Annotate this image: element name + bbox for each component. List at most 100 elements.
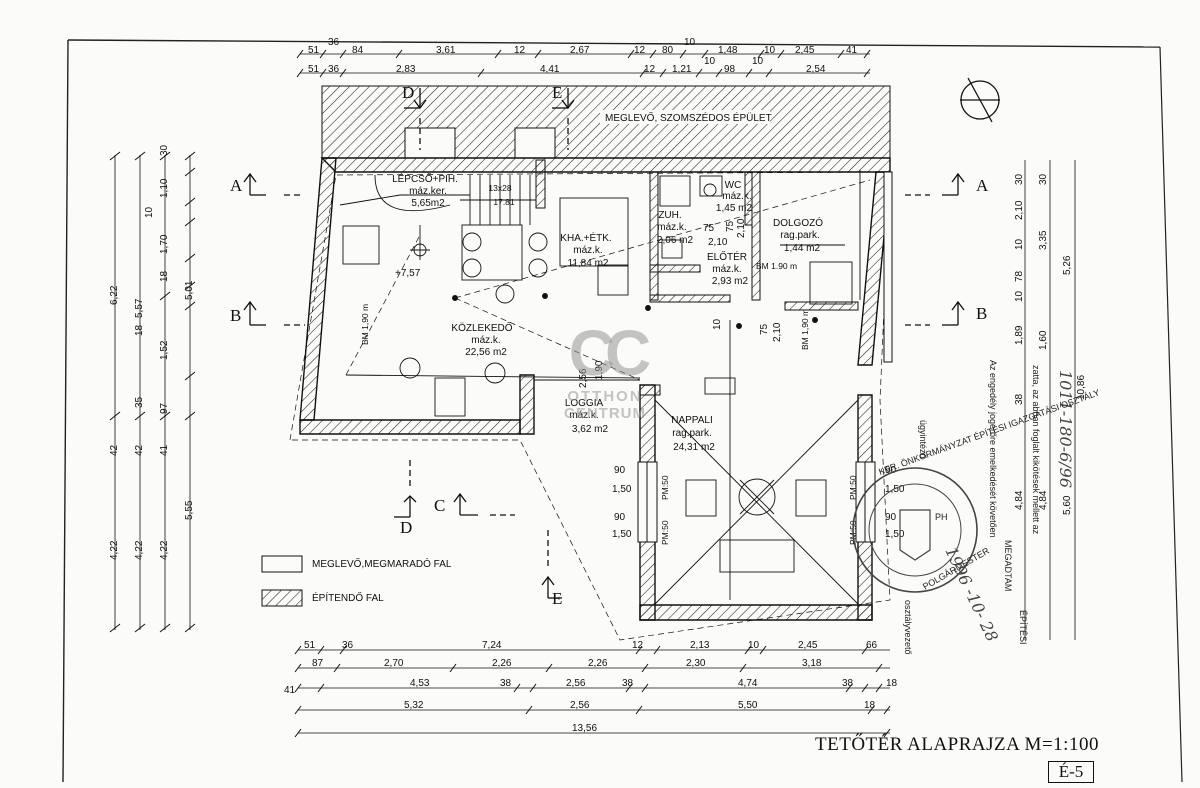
dimension-right-text: 30 2,10 10 78 10 1,89 38 4,84 30 3,35 1,… — [1014, 173, 1087, 515]
room-loggia-area: 3,62 m2 — [572, 424, 609, 435]
dimension-bottom — [294, 645, 891, 738]
dim-top1-4: 12 — [514, 45, 526, 56]
dim-bot2-3: 2,26 — [588, 658, 608, 669]
room-stair-finish: máz.ker. — [409, 186, 447, 197]
room-hall-finish: máz.k. — [712, 264, 741, 275]
dim-right1-3: 78 — [1014, 270, 1025, 282]
sub-75-vert: 75 — [725, 220, 736, 232]
dim-right2-3: 4,84 — [1038, 490, 1049, 510]
dim-top2-9: 2,54 — [806, 64, 826, 75]
title-block: TETŐTÉR ALAPRAJZA M=1:100 É-5 — [815, 734, 1145, 784]
walls-new — [299, 157, 891, 621]
section-b-right: B — [976, 304, 987, 323]
dim-left1-0: 30 — [159, 144, 170, 156]
room-corridor-name: KÖZLEKEDŐ — [451, 320, 512, 334]
dim-left1-1: 1,10 — [159, 178, 170, 198]
dim-bot4-2: 5,50 — [738, 700, 758, 711]
room-stair-area: 5,65m2 — [411, 198, 445, 209]
dim-top1-11: 2,45 — [795, 45, 815, 56]
dim-top2-8: 10 — [752, 56, 764, 67]
dim-left1-5: 1,52 — [159, 340, 170, 360]
dim-right3-0: 5,26 — [1062, 255, 1073, 275]
dim-top2-6: 10 — [704, 56, 716, 67]
dim-bot1-4: 2,13 — [690, 640, 710, 651]
section-a-left: A — [230, 176, 243, 195]
win-150-r1: 1,50 — [885, 484, 905, 495]
dim-bot5-0: 13,56 — [572, 723, 597, 734]
dim-bot3-2: 38 — [500, 678, 512, 689]
dim-right1-5: 1,89 — [1014, 325, 1025, 345]
room-stair-name: LÉPCSŐ+PIH. — [392, 171, 458, 185]
section-b-left: B — [230, 306, 241, 325]
dim-bot3-6: 38 — [842, 678, 854, 689]
dim-right1-1: 2,10 — [1014, 200, 1025, 220]
win-150-l1: 1,50 — [612, 484, 632, 495]
dim-left2-3: 42 — [109, 444, 120, 456]
room-hall-name: ELŐTÉR — [707, 249, 747, 263]
legend-new-swatch — [261, 589, 303, 607]
interior-lines — [289, 170, 891, 641]
dim-top1-2: 84 — [352, 45, 364, 56]
windows — [637, 171, 893, 543]
dim-top1-0: 51 — [308, 45, 320, 56]
approval-note-6: osztályvezető — [903, 600, 913, 655]
room-kitchen-finish: máz.k. — [573, 245, 602, 256]
dim-bot2-1: 2,70 — [384, 658, 404, 669]
bm-right: BM 1,90 m — [800, 309, 810, 350]
legend-existing-label: MEGLEVŐ,MEGMARADÓ FAL — [312, 556, 452, 570]
approval-note-3: MEGADTAM — [1003, 540, 1013, 591]
room-hall-area: 2,93 m2 — [712, 276, 749, 287]
room-shower-name: ZUH. — [658, 210, 681, 221]
dim-top2-2: 2,83 — [396, 64, 416, 75]
dim-top1-10: 10 — [764, 45, 776, 56]
dimension-left-text: 30 1,10 10 1,70 18 1,52 35 97 41 4,22 6,… — [109, 144, 195, 560]
dim-bot2-4: 2,30 — [686, 658, 706, 669]
room-corridor-area: 22,56 m2 — [465, 347, 507, 358]
dim-top2-0: 51 — [308, 64, 320, 75]
room-loggia-finish: máz.k. — [569, 410, 598, 421]
sub-75: 75 — [703, 223, 715, 234]
stamp-center: PH — [935, 512, 948, 522]
dim-top2-1: 36 — [328, 64, 340, 75]
dim-bot1-5: 10 — [748, 640, 760, 651]
handwritten-number: 1011-180-6/96 — [1056, 370, 1075, 488]
dim-left1-4: 18 — [159, 270, 170, 282]
dim-top1-8: 10 — [684, 37, 696, 48]
dimension-bottom-text: 51 36 7,24 12 2,13 10 2,45 66 87 2,70 2,… — [284, 640, 898, 734]
section-letters: A A B B D E D C E — [230, 83, 989, 608]
win-90-l1: 90 — [614, 465, 626, 476]
dim-right1-6: 38 — [1014, 393, 1025, 405]
bm-hall: BM 1.90 m — [756, 261, 797, 271]
dim-bot3-3: 2,56 — [566, 678, 586, 689]
section-markers — [243, 88, 965, 599]
dim-top2-4: 12 — [644, 64, 656, 75]
dim-left3-0: 5,01 — [184, 280, 195, 300]
dim-bot4-3: 18 — [864, 700, 876, 711]
bm-left: BM 1,90 m — [360, 304, 370, 345]
section-d-top: D — [402, 83, 414, 102]
dim-bot1-6: 2,45 — [798, 640, 818, 651]
room-shower-area: 2,06 m2 — [657, 235, 694, 246]
dim-bot3-7: 18 — [886, 678, 898, 689]
sub-210-b: 2,10 — [772, 322, 783, 342]
sheet-number: É-5 — [1048, 761, 1094, 783]
dim-left1-6: 35 — [134, 396, 145, 408]
dim-bot2-2: 2,26 — [492, 658, 512, 669]
room-kitchen-area: 11,84 m2 — [568, 258, 609, 269]
dim-bot1-3: 12 — [632, 640, 644, 651]
stair-note: 13x28 — [488, 183, 511, 193]
dim-right2-1: 3,35 — [1038, 230, 1049, 250]
section-d-bottom: D — [400, 518, 412, 537]
north-arrow-icon — [960, 77, 1000, 123]
dimension-right — [1024, 160, 1076, 640]
dim-top1-6: 12 — [634, 45, 646, 56]
dim-top1-3: 3,61 — [436, 45, 456, 56]
dim-bot1-0: 51 — [304, 640, 316, 651]
legend-existing-swatch — [261, 555, 303, 573]
dim-bot1-7: 66 — [866, 640, 878, 651]
sheet-frame — [62, 39, 1183, 783]
dim-left1-8: 41 — [159, 444, 170, 456]
dim-right1-7: 4,84 — [1014, 490, 1025, 510]
section-c: C — [434, 496, 445, 515]
dim-bot2-0: 87 — [312, 658, 324, 669]
